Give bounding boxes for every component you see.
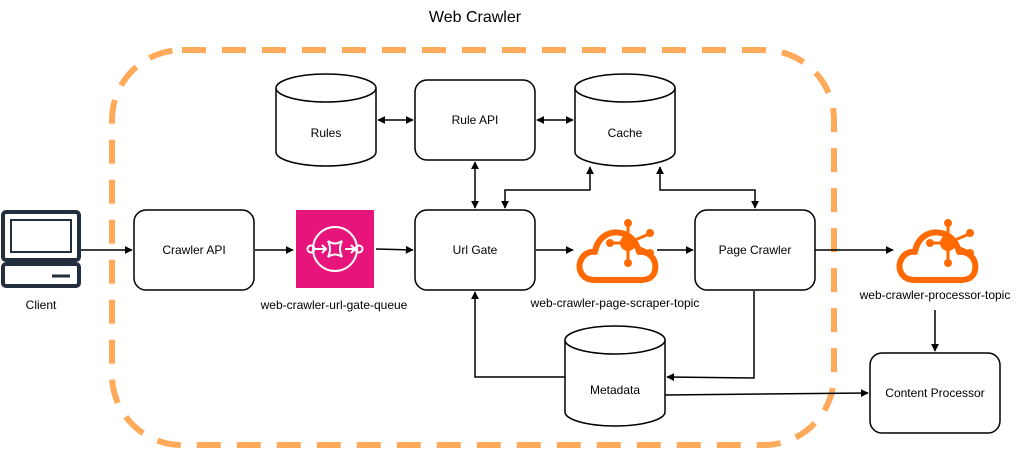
content-processor-label: Content Processor [885, 386, 984, 400]
diagram-title: Web Crawler [429, 9, 522, 26]
cache-label: Cache [608, 126, 643, 140]
page-scraper-topic-node: web-crawler-page-scraper-topic [530, 219, 700, 310]
processor-topic-node: web-crawler-processor-topic [859, 219, 1011, 302]
edge-page-crawler-to-metadata [666, 291, 755, 382]
edge-cache-url-gate [501, 166, 594, 209]
desktop-computer-icon [1, 210, 81, 288]
edge-metadata-to-url-gate [471, 291, 565, 378]
url-gate-node: Url Gate [414, 209, 536, 291]
metadata-node: Metadata [564, 325, 666, 427]
client-node: Client [1, 210, 81, 312]
url-gate-queue-label: web-crawler-url-gate-queue [260, 298, 408, 312]
edge-queue-to-url-gate [375, 245, 414, 254]
page-crawler-node: Page Crawler [694, 209, 816, 291]
edge-metadata-to-content-processor [664, 389, 869, 398]
edges [80, 116, 939, 398]
rules-label: Rules [311, 126, 342, 140]
system-boundary [109, 47, 837, 448]
rules-node: Rules [275, 73, 377, 167]
crawler-api-label: Crawler API [162, 243, 225, 257]
cache-node: Cache [574, 73, 676, 167]
metadata-label: Metadata [590, 383, 640, 397]
sqs-queue-icon [296, 210, 374, 288]
crawler-api-node: Crawler API [133, 209, 255, 291]
page-crawler-label: Page Crawler [719, 243, 792, 257]
rule-api-label: Rule API [452, 113, 499, 127]
cloud-topic-icon [576, 219, 659, 283]
processor-topic-label: web-crawler-processor-topic [859, 288, 1011, 302]
url-gate-queue-node: web-crawler-url-gate-queue [260, 210, 408, 312]
rule-api-node: Rule API [414, 79, 536, 161]
edge-cache-page-crawler [656, 166, 759, 209]
url-gate-label: Url Gate [453, 243, 498, 257]
client-label: Client [26, 298, 57, 312]
page-scraper-topic-label: web-crawler-page-scraper-topic [530, 296, 700, 310]
cloud-topic-icon [896, 219, 979, 283]
content-processor-node: Content Processor [869, 352, 1001, 434]
